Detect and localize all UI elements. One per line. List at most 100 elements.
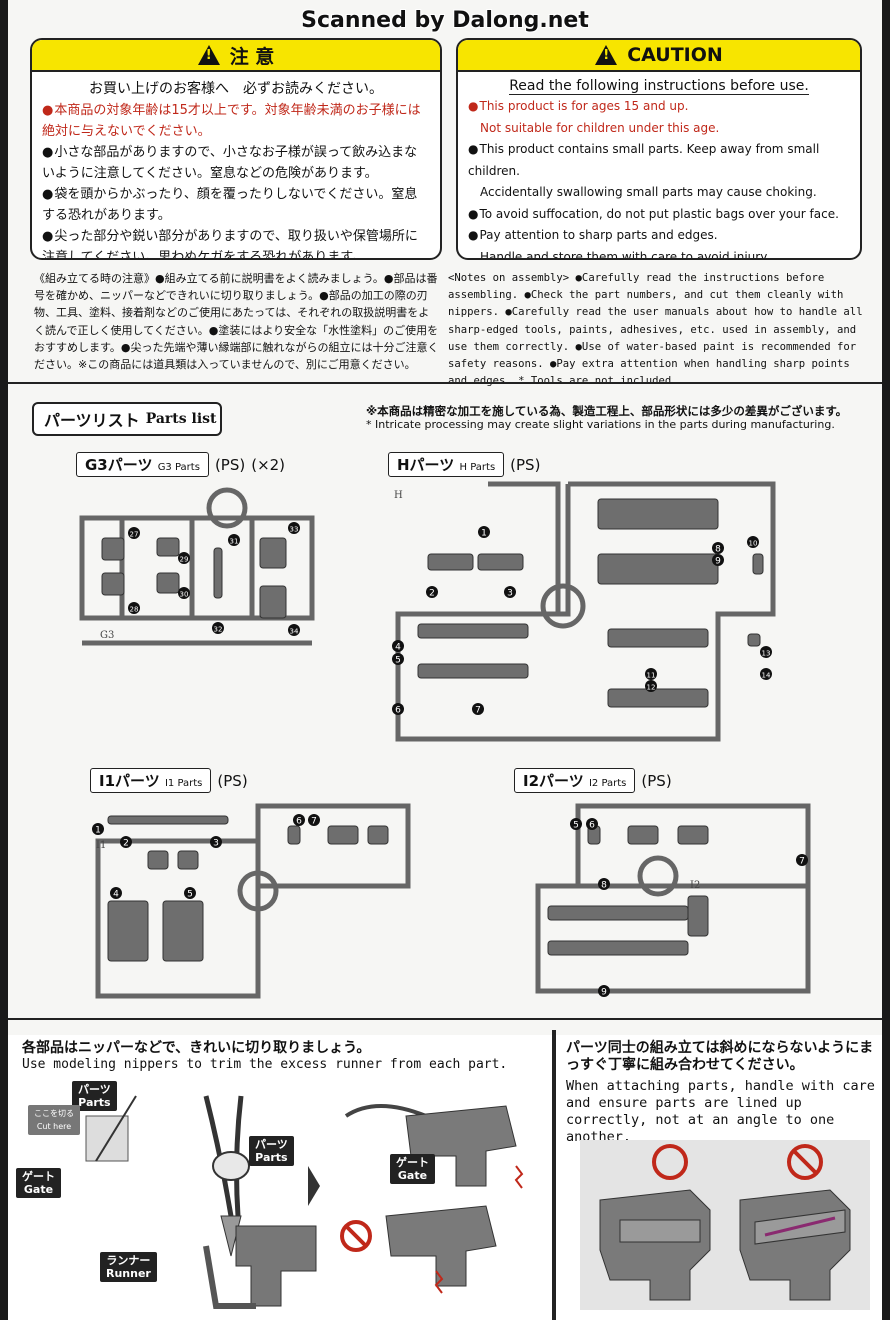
section-divider bbox=[8, 382, 882, 384]
attaching-illustration bbox=[580, 1140, 870, 1310]
runner-tag-label: H bbox=[394, 490, 403, 501]
part-shape bbox=[156, 572, 180, 594]
part-shape bbox=[477, 553, 524, 571]
caution-item-jp: 尖った部分や鋭い部分がありますので、取り扱いや保管場所に注意してください。思わぬ… bbox=[42, 226, 430, 258]
part-number: 11 bbox=[647, 672, 656, 680]
part-number-badge bbox=[712, 542, 724, 554]
part-number-badge bbox=[598, 878, 610, 890]
part-number: 27 bbox=[130, 531, 139, 539]
caution-item-en-cont: Handle and store them with care to avoid… bbox=[480, 249, 770, 260]
caution-box-en: CAUTION Read the following instructions … bbox=[456, 38, 862, 260]
part-shape bbox=[597, 553, 719, 585]
part-shape bbox=[607, 688, 709, 708]
part-number-badge bbox=[478, 526, 490, 538]
caution-item-jp: 本商品の対象年齢は15才以上です。対象年齢未満のお子様には絶対に与えないでくださ… bbox=[42, 100, 430, 142]
parts-variation-notice: ※本商品は精密な加工を施している為、製造工程上、部品形状には多少の差異がございま… bbox=[366, 404, 848, 431]
part-shape bbox=[752, 553, 764, 575]
part-number: 30 bbox=[180, 591, 189, 599]
part-number-badge bbox=[712, 554, 724, 566]
caution-item-en-cont: Accidentally swallowing small parts may … bbox=[480, 185, 817, 199]
part-number-badge bbox=[645, 668, 657, 680]
caution-item-jp: 袋を頭からかぶったり、顔を覆ったりしないでください。窒息する恐れがあります。 bbox=[42, 184, 430, 226]
part-number: 5 bbox=[187, 890, 193, 900]
part-number: 4 bbox=[395, 643, 401, 653]
part-shape bbox=[417, 623, 529, 639]
part-number: 7 bbox=[799, 857, 805, 867]
caution-title-jp: 注 意 bbox=[229, 45, 275, 68]
runner-tag-label: G3 bbox=[100, 630, 114, 641]
part-number-badge bbox=[570, 818, 582, 830]
cutting-text-en: Use modeling nippers to trim the excess … bbox=[22, 1057, 508, 1072]
caution-item-en: This product is for ages 15 and up. bbox=[468, 96, 850, 118]
part-number-badge bbox=[128, 527, 140, 539]
caution-intro-en: Read the following instructions before u… bbox=[509, 78, 809, 95]
part-shape bbox=[101, 572, 125, 596]
part-number-badge bbox=[645, 680, 657, 692]
part-number-badge bbox=[120, 836, 132, 848]
part-number: 4 bbox=[113, 890, 119, 900]
part-number: 14 bbox=[762, 672, 771, 680]
attaching-text-jp: パーツ同士の組み立ては斜めにならないようにまっすぐ丁寧に組み合わせてください。 bbox=[566, 1040, 874, 1073]
part-number-badge bbox=[598, 985, 610, 997]
runner-label-g3: G3パーツ G3 Parts (PS)(×2) bbox=[76, 452, 285, 477]
part-number-badge bbox=[472, 703, 484, 715]
runner-tag-label: I2 bbox=[690, 880, 700, 891]
part-number: 13 bbox=[762, 650, 771, 658]
runner-label-i2: I2パーツ I2 Parts (PS) bbox=[514, 768, 672, 793]
part-number-badge bbox=[128, 602, 140, 614]
part-number-badge bbox=[760, 646, 772, 658]
part-shape bbox=[156, 537, 180, 557]
warning-triangle-icon bbox=[197, 45, 220, 65]
part-number-badge bbox=[110, 887, 122, 899]
part-number-badge bbox=[178, 587, 190, 599]
part-shape bbox=[213, 547, 223, 599]
part-number: 9 bbox=[715, 557, 721, 567]
part-number-badge bbox=[210, 836, 222, 848]
part-number: 3 bbox=[213, 839, 219, 849]
caution-item-en: To avoid suffocation, do not put plastic… bbox=[468, 204, 850, 226]
part-number: 29 bbox=[180, 556, 189, 564]
part-number: 6 bbox=[395, 706, 401, 716]
part-number: 2 bbox=[429, 589, 435, 599]
part-number-badge bbox=[212, 622, 224, 634]
caution-header-jp: 注 意 bbox=[32, 40, 440, 72]
part-number-badge bbox=[184, 887, 196, 899]
part-number: 5 bbox=[395, 656, 401, 666]
part-shape bbox=[547, 905, 689, 921]
part-shape bbox=[177, 850, 199, 870]
part-number-badge bbox=[426, 586, 438, 598]
runner-label-h: Hパーツ H Parts (PS) bbox=[388, 452, 540, 477]
part-shape bbox=[597, 498, 719, 530]
part-number-badge bbox=[288, 624, 300, 636]
assembly-notes-en: <Notes on assembly> ●Carefully read the … bbox=[448, 272, 863, 387]
part-shape bbox=[627, 825, 659, 845]
cutting-illustration bbox=[85, 1095, 524, 1309]
part-shape bbox=[427, 553, 474, 571]
part-number: 34 bbox=[290, 628, 299, 636]
part-number: 3 bbox=[507, 589, 513, 599]
part-number: 8 bbox=[601, 881, 607, 891]
part-shape bbox=[101, 537, 125, 561]
part-number-badge bbox=[228, 534, 240, 546]
part-number: 7 bbox=[311, 817, 317, 827]
part-shape bbox=[287, 825, 301, 845]
part-number: 1 bbox=[481, 529, 487, 539]
caution-item-en: Pay attention to sharp parts and edges. bbox=[468, 225, 850, 247]
caution-item-en-cont: Not suitable for children under this age… bbox=[480, 120, 720, 135]
caution-header-en: CAUTION bbox=[458, 40, 860, 72]
part-number-badge bbox=[178, 552, 190, 564]
runner-tag-label: I1 bbox=[96, 840, 106, 851]
part-number-badge bbox=[760, 668, 772, 680]
part-number: 5 bbox=[573, 821, 579, 831]
part-shape bbox=[327, 825, 359, 845]
part-shape bbox=[607, 628, 709, 648]
assembly-notes-jp: 《組み立てる時の注意》●組み立てる前に説明書をよく読みましょう。●部品は番号を確… bbox=[34, 272, 439, 372]
part-shape bbox=[107, 900, 149, 962]
part-number: 2 bbox=[123, 839, 129, 849]
part-number: 1 bbox=[95, 826, 101, 836]
caution-item-jp: 小さな部品がありますので、小さなお子様が誤って飲み込まないように注意してください… bbox=[42, 142, 430, 184]
